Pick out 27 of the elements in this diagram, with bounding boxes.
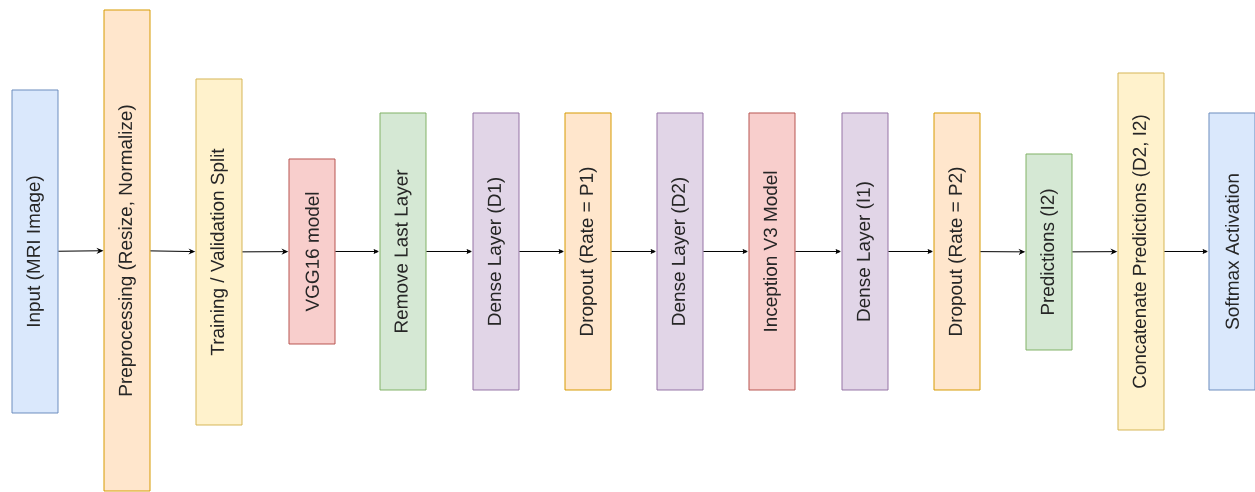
- arrow: [335, 249, 379, 254]
- arrow: [519, 249, 564, 254]
- arrow: [426, 249, 472, 254]
- process-box: Dense Layer (I1): [841, 112, 889, 391]
- process-box: Input (MRI Image): [11, 89, 59, 414]
- process-box: Dense Layer (D1): [472, 112, 520, 391]
- process-box: VGG16 model: [288, 158, 336, 345]
- arrow: [795, 249, 841, 254]
- arrow: [888, 249, 933, 254]
- process-box: Dense Layer (D2): [656, 112, 704, 391]
- arrow: [1164, 249, 1208, 254]
- arrow: [980, 249, 1025, 255]
- process-box: Preprocessing (Resize, Normalize): [103, 9, 151, 492]
- process-box: Softmax Activation: [1208, 112, 1255, 391]
- process-box: Remove Last Layer: [379, 112, 427, 391]
- process-box: Predictions (I2): [1025, 153, 1073, 351]
- arrow: [1072, 249, 1117, 254]
- process-box: Inception V3 Model: [748, 112, 796, 391]
- process-box: Dropout (Rate = P2): [933, 112, 981, 391]
- process-box: Concatenate Predictions (D2, I2): [1117, 72, 1165, 431]
- arrow: [150, 249, 195, 254]
- arrow: [242, 249, 288, 254]
- arrow: [703, 249, 748, 254]
- process-box: Dropout (Rate = P1): [564, 112, 612, 391]
- process-box: Training / Validation Split: [195, 78, 243, 426]
- arrow: [58, 248, 103, 254]
- arrow: [611, 249, 656, 254]
